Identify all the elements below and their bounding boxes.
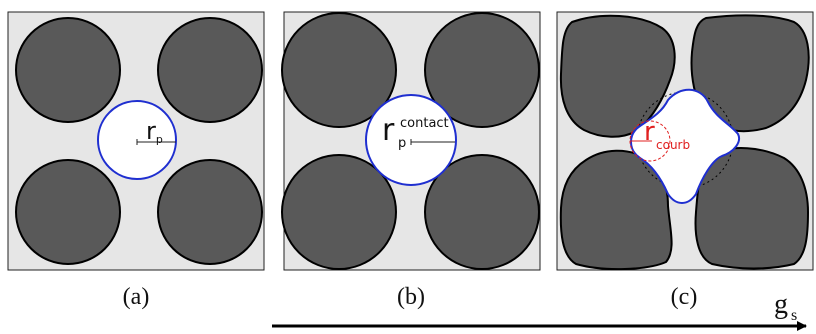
panel-a: rp (a) [7,11,265,310]
grain-top-right [157,17,263,123]
panel-b: r p contact (b) [281,11,541,310]
panel-c: r courb (c) [556,11,814,310]
grain-bottom-left [15,159,121,265]
pore-radius-superscript: contact [400,116,449,131]
pore-radius-label: rp [146,117,163,146]
pore-radius-subscript: p [398,136,406,151]
curvature-radius-subscript: courb [656,138,690,152]
grain-bottom-right [424,154,540,270]
grain-top-left [15,17,121,123]
gs-axis-label: g [774,289,788,320]
panel-b-caption: (b) [397,284,425,310]
pore-outline [630,88,740,204]
gs-axis-subscript: s [791,307,797,324]
panel-a-caption: (a) [123,284,150,310]
grain-bottom-right [157,159,263,265]
grain-top-left [281,12,397,128]
grain-bottom-left [281,154,397,270]
gs-axis: g s [272,289,807,331]
curvature-radius-label: r [644,117,655,147]
pore-radius-label: r [382,113,395,148]
panel-c-caption: (c) [671,284,698,310]
grain-bottom-right [694,147,810,270]
grain-top-right [690,14,810,133]
grain-top-right [424,12,540,128]
